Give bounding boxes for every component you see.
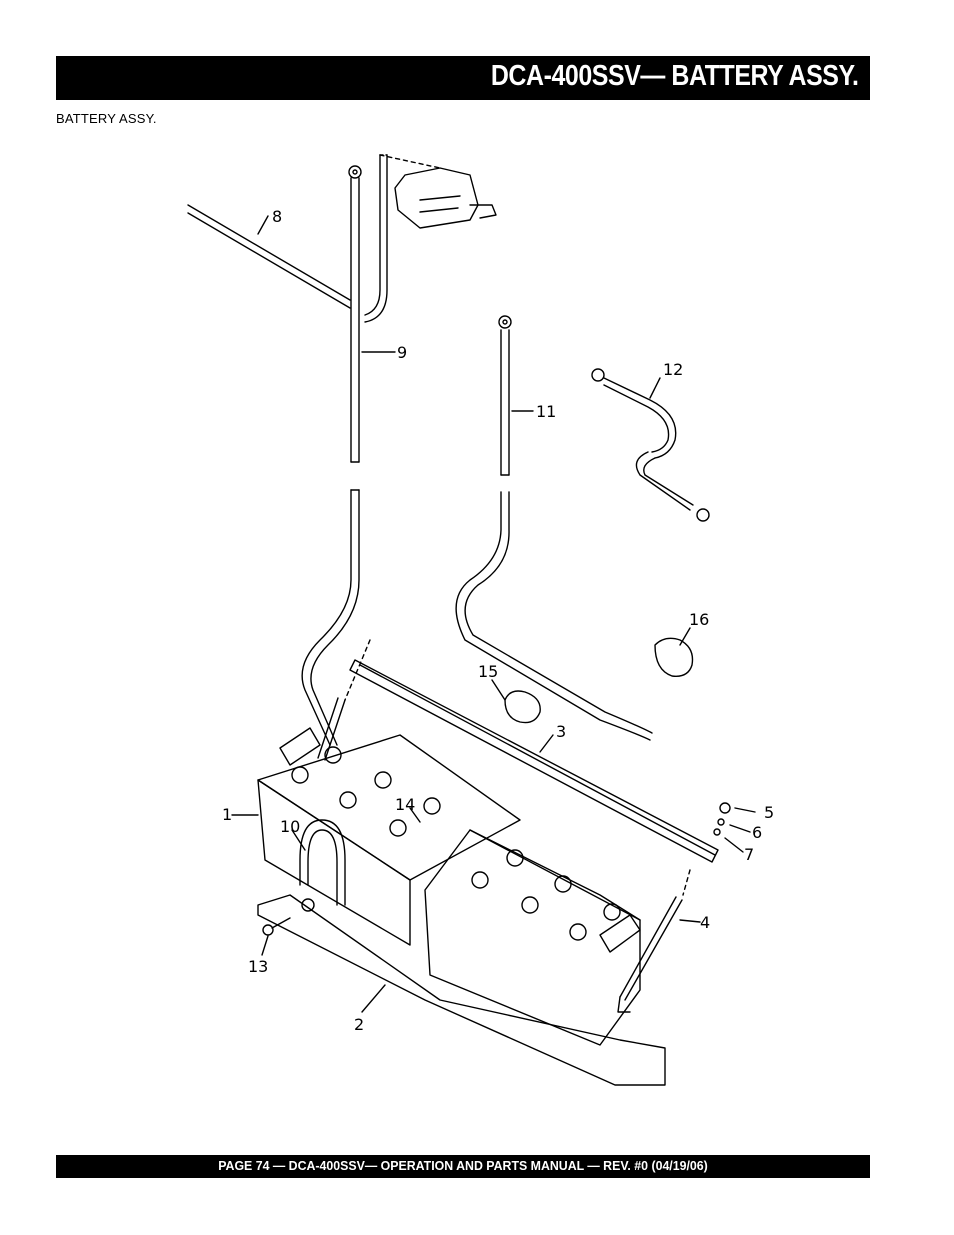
rod-left — [317, 639, 371, 761]
section-label: BATTERY ASSY. — [56, 111, 157, 126]
rod-4 — [617, 869, 691, 1013]
battery-assembly-diagram: 8 9 11 12 16 15 3 1 14 10 5 6 7 4 13 2 — [187, 154, 774, 1086]
callout-14: 14 — [395, 795, 415, 814]
nut-washer-5-6-7 — [713, 802, 731, 836]
callout-15: 15 — [478, 662, 498, 681]
base-plate — [257, 894, 666, 1086]
header-bar: DCA-400SSV— BATTERY ASSY. — [56, 56, 870, 100]
wire-to-switch — [364, 154, 388, 323]
callout-5: 5 — [764, 803, 774, 822]
cable-12 — [591, 368, 710, 522]
bolt-13 — [262, 917, 291, 936]
callout-3: 3 — [556, 722, 566, 741]
callout-16: 16 — [689, 610, 709, 629]
terminal-cap-15 — [504, 690, 541, 724]
cable-11 — [455, 315, 653, 741]
callout-13: 13 — [248, 957, 268, 976]
jumper-cable-10 — [299, 819, 346, 912]
callout-9: 9 — [397, 343, 407, 362]
callout-12: 12 — [663, 360, 683, 379]
callout-11: 11 — [536, 402, 556, 421]
footer-bar: PAGE 74 — DCA-400SSV— OPERATION AND PART… — [56, 1155, 870, 1178]
callout-1: 1 — [222, 805, 232, 824]
cable-9 — [301, 165, 362, 746]
cable-8 — [187, 204, 351, 309]
battery-right — [424, 829, 641, 1046]
callout-2: 2 — [354, 1015, 364, 1034]
callout-4: 4 — [700, 913, 710, 932]
callout-6: 6 — [752, 823, 762, 842]
hold-down-bar-3 — [349, 659, 719, 863]
page-title: DCA-400SSV— BATTERY ASSY. — [490, 60, 858, 92]
battery-switch — [379, 154, 497, 229]
terminal-cap-16 — [654, 637, 694, 677]
callout-7: 7 — [744, 845, 754, 864]
callout-8: 8 — [272, 207, 282, 226]
battery-left — [257, 727, 521, 946]
footer-text: PAGE 74 — DCA-400SSV— OPERATION AND PART… — [218, 1158, 708, 1173]
callout-10: 10 — [280, 817, 300, 836]
